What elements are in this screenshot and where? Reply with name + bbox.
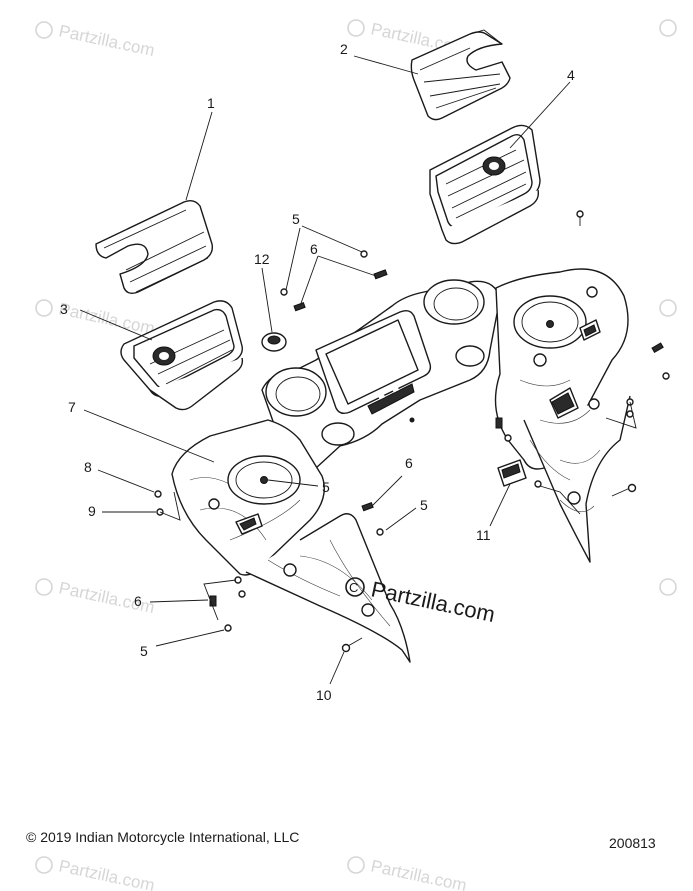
callout-5-mid-left: 5 xyxy=(322,479,330,495)
callout-1: 1 xyxy=(207,95,215,111)
callout-4: 4 xyxy=(567,67,575,83)
callout-2: 2 xyxy=(340,41,348,57)
callout-9: 9 xyxy=(88,503,96,519)
screw-top-right[interactable] xyxy=(576,210,584,226)
callout-11: 11 xyxy=(476,527,491,543)
screw-5-mid[interactable] xyxy=(376,528,384,536)
callout-6-mid: 6 xyxy=(405,455,413,471)
callout-5-mid-right: 5 xyxy=(420,497,428,513)
watermark-mid-right xyxy=(659,299,677,317)
screw-5-upper-left[interactable] xyxy=(280,288,288,296)
screw-right[interactable] xyxy=(662,372,670,380)
bolt-right-long[interactable] xyxy=(611,483,637,497)
stud-6-mid[interactable] xyxy=(361,501,374,512)
screw-5-lower[interactable] xyxy=(224,624,232,632)
leader-lines xyxy=(79,55,637,685)
callout-10: 10 xyxy=(316,687,332,703)
part-4-housing[interactable] xyxy=(429,124,541,245)
svg-text:Partzilla.com: Partzilla.com xyxy=(57,21,156,60)
callout-3: 3 xyxy=(60,301,68,317)
svg-text:Partzilla.com: Partzilla.com xyxy=(57,856,156,891)
watermark-top-right xyxy=(659,19,677,37)
part-3-housing[interactable] xyxy=(120,300,244,411)
part-12-grommet[interactable] xyxy=(261,332,287,352)
bolt-10[interactable] xyxy=(341,637,363,653)
diagram-id: 200813 xyxy=(609,835,656,851)
stud-right[interactable] xyxy=(651,342,664,354)
callout-6-lower: 6 xyxy=(134,593,142,609)
screw-right-lower[interactable] xyxy=(504,434,512,442)
svg-text:Partzilla.com: Partzilla.com xyxy=(369,856,468,891)
watermark-lower-right xyxy=(659,578,677,596)
part-1-cover[interactable] xyxy=(95,199,214,295)
screw-8[interactable] xyxy=(154,490,162,498)
watermark-mid-left: Partzilla.com xyxy=(35,299,156,338)
stud-right-lower[interactable] xyxy=(495,417,503,429)
screw-right-mid[interactable] xyxy=(534,480,542,488)
stud-6-upper-left[interactable] xyxy=(293,301,306,312)
watermark-top-left: Partzilla.com xyxy=(35,21,156,60)
screw-left-lower-2[interactable] xyxy=(238,590,246,598)
callout-5-lower: 5 xyxy=(140,643,148,659)
copyright-text: © 2019 Indian Motorcycle International, … xyxy=(26,829,299,845)
callouts: 1 2 3 4 5 6 12 7 8 9 5 6 5 6 5 10 11 xyxy=(60,41,575,703)
fairing-assembly[interactable] xyxy=(171,268,631,663)
callout-6-top: 6 xyxy=(310,241,318,257)
svg-text:C: C xyxy=(349,580,358,595)
part-11-clip[interactable] xyxy=(497,459,527,487)
part-2-cover[interactable] xyxy=(410,29,511,121)
callout-7: 7 xyxy=(68,399,76,415)
svg-text:Partzilla.com: Partzilla.com xyxy=(57,299,156,338)
watermark-bottom-left: Partzilla.com xyxy=(35,856,156,891)
watermark-bottom-center: Partzilla.com xyxy=(347,856,468,891)
stud-6-upper[interactable] xyxy=(373,269,388,280)
callout-12: 12 xyxy=(254,251,270,267)
callout-8: 8 xyxy=(84,459,92,475)
screw-5-upper[interactable] xyxy=(360,250,368,258)
callout-5-top: 5 xyxy=(292,211,300,227)
